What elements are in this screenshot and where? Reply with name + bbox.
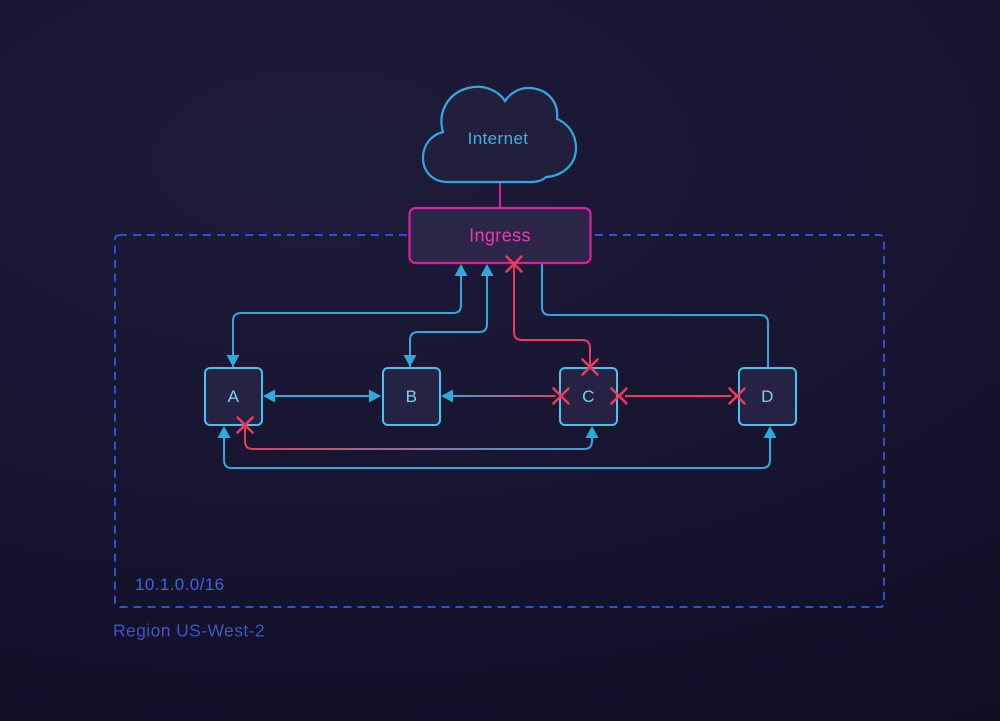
vpc-cidr-label: 10.1.0.0/16 bbox=[135, 575, 225, 594]
node-c-label: C bbox=[582, 387, 595, 406]
arrowhead-into-a bbox=[263, 389, 275, 403]
node-a-label: A bbox=[227, 387, 240, 406]
arrowhead-into-ingress bbox=[454, 264, 468, 276]
node-b-label: B bbox=[405, 387, 418, 406]
arrowhead-into-c bbox=[585, 426, 599, 438]
edge-a-d-bottom bbox=[217, 426, 777, 469]
edge-ingress-b bbox=[403, 264, 494, 369]
edge-a-c-bottom bbox=[244, 426, 599, 450]
blocked-x-icon-d-left bbox=[728, 387, 746, 405]
internet-label: Internet bbox=[467, 129, 529, 148]
arrowhead-into-ingress bbox=[480, 264, 494, 276]
blocked-x-icon-ingress-bottom bbox=[505, 255, 523, 273]
blocked-x-icon-c-left bbox=[552, 387, 570, 405]
node-b[interactable] bbox=[382, 367, 441, 426]
blocked-x-icon-c-top bbox=[581, 358, 599, 376]
internet-cloud[interactable] bbox=[421, 85, 578, 184]
region-label: Region US-West-2 bbox=[113, 620, 265, 641]
edge-a-b bbox=[263, 389, 381, 403]
edge-ingress-c bbox=[513, 266, 591, 366]
arrowhead-into-b bbox=[369, 389, 381, 403]
node-d-label: D bbox=[761, 387, 774, 406]
ingress-box[interactable] bbox=[408, 206, 592, 265]
arrowhead-into-b bbox=[403, 355, 417, 367]
arrowhead-into-b bbox=[441, 389, 453, 403]
edge-c-b bbox=[441, 389, 556, 403]
arrowhead-into-d bbox=[763, 426, 777, 438]
blocked-x-icon-c-right bbox=[610, 387, 628, 405]
edge-ingress-d bbox=[541, 264, 769, 367]
arrowhead-into-a bbox=[217, 426, 231, 438]
arrowhead-into-a bbox=[226, 355, 240, 367]
edge-ingress-a bbox=[226, 264, 468, 369]
node-a[interactable] bbox=[204, 367, 263, 426]
blocked-x-icon-a-bottom bbox=[236, 416, 254, 434]
ingress-label: Ingress bbox=[469, 225, 531, 246]
